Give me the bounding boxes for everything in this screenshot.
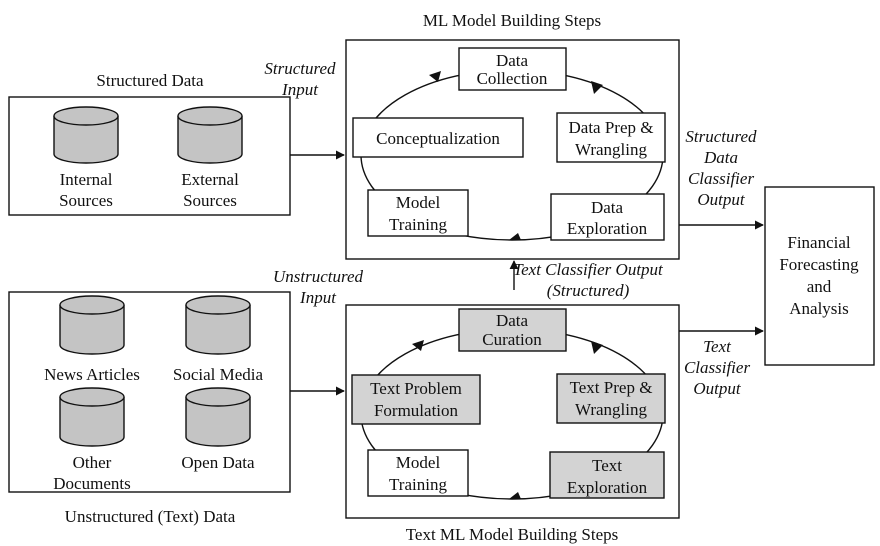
step-label-line: Training [389,475,447,494]
step-text-model-training [367,449,469,497]
cycle-arrow-icon [509,233,521,240]
step-label-line: Model [396,453,441,472]
cycle-arrow-icon [412,340,424,351]
source-label-external-sources-1: External [181,170,239,189]
financial-label-line: Forecasting [779,255,859,274]
step-label-line: Model [396,193,441,212]
step-label-line: Data [496,51,529,70]
step-data-collection [458,47,567,91]
label-unstructured-input-1: Unstructured [273,267,364,286]
step-label-line: Wrangling [575,400,648,419]
cycle-arrow-icon [591,81,603,94]
database-icon [177,106,243,164]
source-label-open-data: Open Data [181,453,255,472]
step-label-line: Exploration [567,219,648,238]
step-label-line: Text Problem [370,379,462,398]
database-icon [53,106,119,164]
step-label-line: Formulation [374,401,459,420]
financial-label-line: Financial [787,233,851,252]
label-structured-output-2: Data [703,148,738,167]
step-label-line: Exploration [567,478,648,497]
source-label-internal-sources-2: Sources [59,191,113,210]
database-icon [185,387,251,447]
source-label-other-documents-1: Other [73,453,112,472]
financial-label-line: and [807,277,832,296]
source-label-external-sources-2: Sources [183,191,237,210]
label-structured-output-1: Structured [685,127,757,146]
structured-data-panel [8,96,291,216]
label-text-classifier-structured-1: Text Classifier Output [513,260,664,279]
label-text-output-3: Output [693,379,742,398]
step-label-line: Conceptualization [376,129,500,148]
source-label-social-media: Social Media [173,365,264,384]
structured-data-title: Structured Data [96,71,204,90]
step-data-exploration [550,193,665,241]
cycle-arrow-icon [509,492,521,499]
text-ml-steps-title: Text ML Model Building Steps [406,525,619,544]
source-label-internal-sources-1: Internal [60,170,113,189]
financial-forecasting-box [764,186,875,366]
database-icon [185,295,251,355]
step-label-line: Data [496,311,529,330]
label-structured-output-4: Output [697,190,746,209]
label-structured-input-2: Input [281,80,319,99]
label-structured-output-3: Classifier [688,169,755,188]
step-label-line: Data Prep & [569,118,654,137]
database-icon [59,387,125,447]
step-text-prep-wrangling [556,373,666,424]
step-label-line: Text Prep & [570,378,653,397]
label-structured-input-1: Structured [264,59,336,78]
label-text-output-1: Text [703,337,732,356]
step-model-training [367,189,469,237]
unstructured-data-title: Unstructured (Text) Data [65,507,236,526]
database-icon [59,295,125,355]
step-data-curation [458,308,567,352]
label-unstructured-input-2: Input [299,288,337,307]
step-label-line: Data [591,198,624,217]
label-text-output-2: Classifier [684,358,751,377]
source-label-other-documents-2: Documents [53,474,130,493]
step-conceptualization [352,117,524,158]
step-text-problem-formulation [351,374,481,425]
step-label-line: Training [389,215,447,234]
cycle-arrow-icon [591,341,603,354]
source-label-news-articles: News Articles [44,365,140,384]
step-label-line: Wrangling [575,140,648,159]
step-label-line: Text [592,456,622,475]
label-text-classifier-structured-2: (Structured) [547,281,630,300]
cycle-arrow-icon [429,71,441,82]
step-label-line: Curation [482,330,542,349]
step-label-line: Collection [477,69,548,88]
step-text-exploration [549,451,665,499]
step-data-prep-wrangling [556,112,666,163]
financial-label-line: Analysis [789,299,849,318]
ml-steps-title: ML Model Building Steps [423,11,601,30]
